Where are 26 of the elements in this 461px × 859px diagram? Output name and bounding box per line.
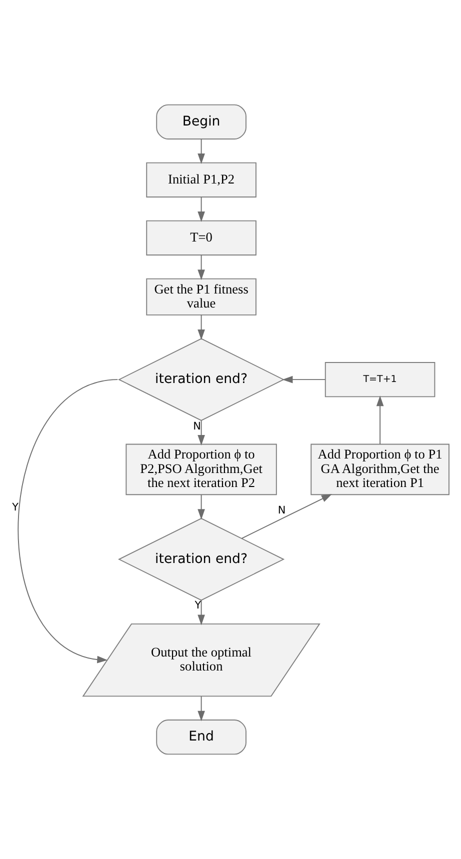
arrow — [18, 379, 118, 664]
node-box: T=0 — [146, 220, 256, 256]
arrow — [198, 138, 205, 164]
arrow — [241, 494, 332, 539]
node-box: Begin — [156, 104, 246, 140]
node-box: Get the P1 fitness value — [146, 278, 256, 316]
node-diamond: iteration end? — [118, 518, 285, 601]
arrow — [198, 494, 205, 520]
arrow — [282, 376, 326, 384]
arrow — [198, 600, 205, 626]
arrow — [376, 396, 384, 445]
arrow — [198, 254, 205, 280]
node-diamond: iteration end? — [118, 338, 285, 421]
arrow — [198, 196, 205, 222]
node-box: End — [156, 720, 246, 755]
arrow — [198, 314, 205, 340]
edge-label: Y — [12, 502, 19, 514]
arrow — [198, 420, 205, 446]
node-box: Add Proportion ϕ to P1 GA Algorithm,Get the next iteration P1 — [310, 444, 450, 496]
edge-label: Y — [194, 600, 202, 612]
edge-label: N — [278, 504, 286, 517]
node-box: T=T+1 — [324, 362, 436, 398]
arrow — [198, 696, 205, 722]
edge-label: N — [193, 420, 201, 432]
node-box: Initial P1,P2 — [146, 162, 256, 198]
node-box: Add Proportion ϕ to P2,PSO Algorithm,Get the next iteration P2 — [126, 444, 277, 496]
